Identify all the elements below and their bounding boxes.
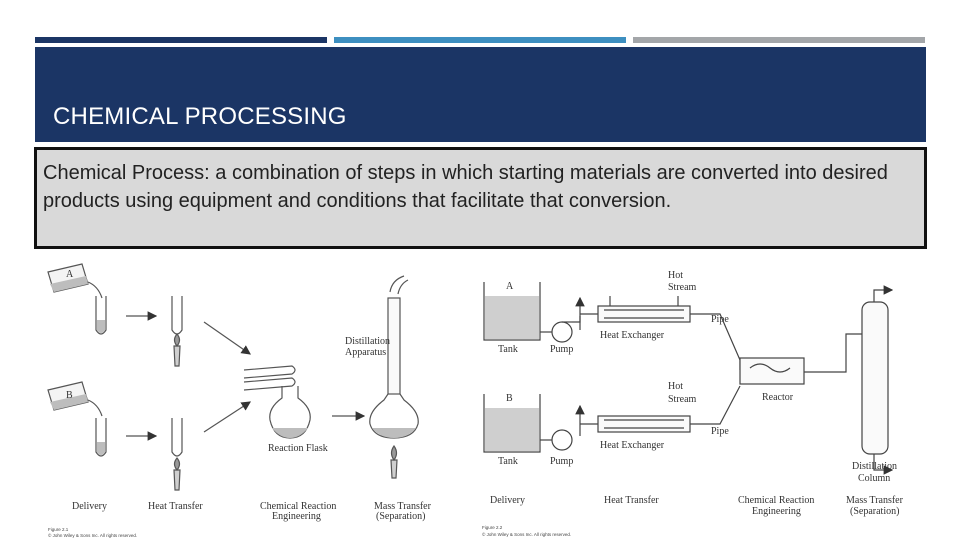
- caption-right-2: © John Wiley & Sons Inc. All rights rese…: [482, 531, 571, 537]
- caption-left-1: Figure 2.1: [48, 527, 69, 532]
- label-pump-a: Pump: [550, 344, 573, 355]
- label-tank-b: Tank: [498, 456, 518, 467]
- arrow-a-to-flask: [203, 321, 251, 355]
- label-b-left: B: [66, 390, 73, 401]
- label-hot-a-2: Stream: [668, 282, 697, 293]
- label-pump-b: Pump: [550, 456, 573, 467]
- label-a-left: A: [66, 269, 74, 280]
- pump-a: [551, 321, 573, 343]
- label-hot-a-1: Hot: [668, 270, 683, 281]
- label-cre-right-1: Chemical Reaction: [738, 495, 814, 506]
- label-reactor: Reactor: [762, 392, 794, 403]
- label-tank-a: Tank: [498, 344, 518, 355]
- label-pipe-b: Pipe: [711, 426, 729, 437]
- accent-stripe-1: [35, 37, 327, 43]
- beaker-b: [47, 381, 103, 417]
- arrow-b-to-flask: [203, 401, 252, 433]
- label-cre-right-2: Engineering: [752, 506, 801, 517]
- label-distillation-1: Distillation: [345, 336, 390, 347]
- label-a-right: A: [506, 281, 514, 292]
- industrial-scale-figure: [483, 282, 894, 475]
- label-dist-column-1: Distillation: [852, 461, 897, 472]
- accent-stripe-3: [633, 37, 925, 43]
- pouring-tubes: [243, 365, 296, 391]
- tank-b: [483, 394, 541, 453]
- distillation-apparatus: [369, 275, 419, 479]
- label-pipe-a: Pipe: [711, 314, 729, 325]
- distillation-column: [861, 285, 894, 475]
- label-dist-column-2: Column: [858, 473, 890, 484]
- label-b-right: B: [506, 393, 513, 404]
- pump-b: [551, 429, 573, 451]
- reactor: [739, 357, 805, 385]
- test-tube-b: [95, 418, 107, 457]
- heat-exchanger-b: [597, 415, 691, 433]
- label-distillation-2: Apparatus: [345, 347, 386, 358]
- caption-right-1: Figure 2.2: [482, 525, 503, 530]
- pipe-reactor-to-column: [804, 333, 862, 373]
- pipe-b-to-reactor: [690, 385, 741, 425]
- test-tube-a: [95, 296, 107, 335]
- label-heat-exchanger-a: Heat Exchanger: [600, 330, 665, 341]
- definition-box: Chemical Process: a combination of steps…: [34, 147, 927, 249]
- label-hot-b-1: Hot: [668, 381, 683, 392]
- caption-left-2: © John Wiley & Sons Inc. All rights rese…: [48, 532, 137, 538]
- label-hot-b-2: Stream: [668, 394, 697, 405]
- label-heat-exchanger-b: Heat Exchanger: [600, 440, 665, 451]
- label-delivery-right: Delivery: [490, 495, 525, 506]
- tank-a: [483, 282, 541, 341]
- beaker-a: [47, 263, 103, 299]
- label-cre-left-2: Engineering: [272, 511, 321, 522]
- reaction-flask: [269, 386, 311, 439]
- slide-title: CHEMICAL PROCESSING: [53, 103, 347, 130]
- heat-exchanger-a: [597, 305, 691, 323]
- lab-scale-figure: [47, 263, 419, 491]
- label-heat-transfer-left: Heat Transfer: [148, 501, 203, 512]
- label-delivery-left: Delivery: [72, 501, 107, 512]
- label-mt-left-1: Mass Transfer: [374, 501, 432, 512]
- heated-tube-b: [171, 418, 183, 491]
- label-mt-right-1: Mass Transfer: [846, 495, 904, 506]
- accent-stripe-2: [334, 37, 626, 43]
- label-cre-left-1: Chemical Reaction: [260, 501, 336, 512]
- title-banner: CHEMICAL PROCESSING: [35, 47, 926, 142]
- label-mt-left-2: (Separation): [376, 511, 425, 522]
- definition-text: Chemical Process: a combination of steps…: [43, 162, 888, 212]
- label-heat-transfer-right: Heat Transfer: [604, 495, 659, 506]
- heated-tube-a: [171, 296, 183, 367]
- label-reaction-flask: Reaction Flask: [268, 443, 328, 454]
- label-mt-right-2: (Separation): [850, 506, 899, 517]
